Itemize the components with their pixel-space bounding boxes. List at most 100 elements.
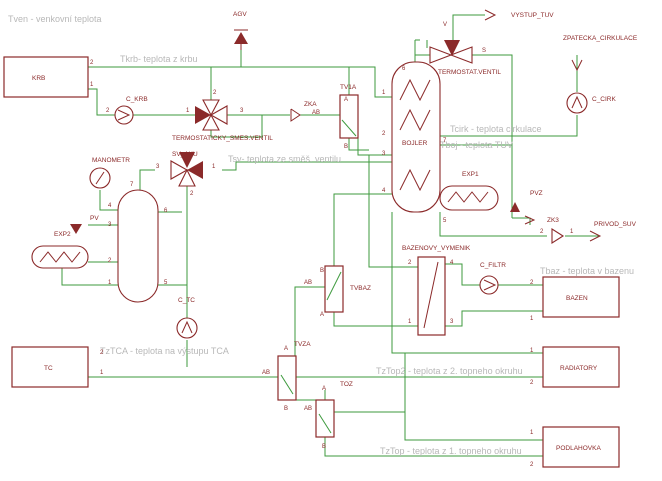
exp1-label: EXP1 <box>462 171 479 178</box>
termo-smes-label: TERMOSTATICKY_SMES.VENTIL <box>172 135 273 142</box>
zpatecka-label: ZPATECKA_CIRKULACE <box>563 35 638 42</box>
termostat-ventil: V S TERMOSTAT.VENTIL <box>429 22 501 76</box>
svg-text:2: 2 <box>408 260 412 266</box>
svg-text:B: B <box>320 268 324 274</box>
svg-text:S: S <box>482 48 486 54</box>
note-tbaz: Tbaz - teplota v bazenu <box>540 266 634 276</box>
note-tkrb: Tkrb- teplota z krbu <box>120 54 198 64</box>
pv-label: PV <box>90 215 99 222</box>
svg-text:2: 2 <box>90 60 94 66</box>
pvz-label: PVZ <box>530 190 543 197</box>
note-tboj: Tboj - teplota TUV <box>440 140 513 150</box>
svg-text:AB: AB <box>312 110 320 116</box>
svg-text:5: 5 <box>443 218 447 224</box>
exp1-vessel: EXP1 <box>439 171 499 211</box>
svg-text:1: 1 <box>408 319 412 325</box>
svg-text:2: 2 <box>213 90 217 96</box>
svg-text:B: B <box>284 406 288 412</box>
bazen-box: BAZEN 2 1 <box>530 276 620 322</box>
c-tc-label: C_TC <box>178 297 195 304</box>
svg-text:6: 6 <box>402 66 406 72</box>
privod-suv-label: PRIVOD_SUV <box>594 221 637 228</box>
svg-text:AB: AB <box>304 280 312 286</box>
svg-text:6: 6 <box>164 208 168 214</box>
zk3-check-valve: ZK3 <box>524 215 559 225</box>
agv-label: AGV <box>233 11 247 18</box>
svg-text:7: 7 <box>130 182 134 188</box>
sv-aku-label: SV_AKU <box>172 151 198 158</box>
svg-text:3: 3 <box>108 222 112 228</box>
exp2-label: EXP2 <box>54 231 71 238</box>
tc-box: TC 2 1 <box>11 346 104 388</box>
termostaticky-smesovaci-ventil: 1 3 2 TERMOSTATICKY_SMES.VENTIL <box>172 90 273 142</box>
wires <box>61 14 600 457</box>
vystup-tuv-arrow: VYSTUP_TUV <box>484 9 554 21</box>
c-krb-label: C_KRB <box>126 96 148 103</box>
toz-valve: TOZ A B AB <box>304 381 353 450</box>
svg-text:4: 4 <box>450 260 454 266</box>
note-tztca: TzTCA - teplota na výstupu TCA <box>100 346 229 356</box>
svg-text:A: A <box>322 386 326 392</box>
pv-valve: PV EXP2 <box>54 215 99 238</box>
svg-text:1: 1 <box>530 348 534 354</box>
note-tsv: Tsv- teplota ze směš. ventilu <box>228 154 341 164</box>
podlahovka-label: PODLAHOVKA <box>556 445 601 452</box>
svg-text:1: 1 <box>108 280 112 286</box>
bazen-label: BAZEN <box>566 295 588 302</box>
svg-text:4: 4 <box>108 203 112 209</box>
tv1a-label: TV1A <box>340 84 357 91</box>
note-tven: Tven - venkovní teplota <box>8 14 102 24</box>
svg-text:2: 2 <box>108 258 112 264</box>
svg-text:1: 1 <box>186 108 190 114</box>
zk3-label: ZK3 <box>547 217 559 224</box>
svg-text:1: 1 <box>90 82 94 88</box>
temperature-notes: Tven - venkovní teplota Tkrb- teplota z … <box>8 14 634 456</box>
agv-symbol: AGV <box>233 11 248 50</box>
krb-box: KRB 2 1 <box>3 56 94 98</box>
svg-text:1: 1 <box>100 370 104 376</box>
manometr: MANOMETR <box>89 157 130 189</box>
termostat-ventil-label: TERMOSTAT.VENTIL <box>438 69 501 76</box>
svg-text:4: 4 <box>382 188 386 194</box>
svg-text:V: V <box>443 22 447 28</box>
svg-text:3: 3 <box>450 319 454 325</box>
zka-check-valve: ZKA AB <box>290 101 320 122</box>
bazenovy-vymenik-label: BAZENOVY_VYMENIK <box>402 245 471 252</box>
svg-text:5: 5 <box>164 280 168 286</box>
tv1a-valve: TV1A A B <box>339 84 359 150</box>
svg-text:3: 3 <box>156 164 160 170</box>
svg-text:A: A <box>320 312 324 318</box>
note-tztop2: TzTop2 - teplota z 2. topneho okruhu <box>376 366 523 376</box>
zka-label: ZKA <box>304 101 317 108</box>
svg-text:7: 7 <box>443 138 447 144</box>
note-tcirk: Tcirk - teplota cirkulace <box>450 124 542 134</box>
c-cirk-pump: C_CIRK <box>566 92 617 114</box>
svg-text:2: 2 <box>530 380 534 386</box>
radiatory-label: RADIATORY <box>560 365 598 372</box>
c-filtr-label: C_FILTR <box>480 262 506 269</box>
tvza-valve: TVZA A B AB <box>262 341 311 412</box>
svg-text:2: 2 <box>190 191 194 197</box>
krb-label: KRB <box>32 75 45 82</box>
svg-text:2: 2 <box>530 280 534 286</box>
bojler-label: BOJLER <box>402 140 428 147</box>
svg-text:1: 1 <box>382 90 386 96</box>
svg-text:1: 1 <box>530 316 534 322</box>
svg-text:1: 1 <box>212 164 216 170</box>
bazenovy-vymenik: BAZENOVY_VYMENIK 2 1 4 3 <box>402 245 471 336</box>
c-krb-pump: C_KRB 2 <box>106 96 148 125</box>
c-filtr-pump: C_FILTR <box>479 262 506 295</box>
svg-text:A: A <box>284 346 288 352</box>
exp2-vessel <box>31 245 89 269</box>
tc-label: TC <box>44 365 53 372</box>
manometr-label: MANOMETR <box>92 157 130 164</box>
zpatecka-arrow: ZPATECKA_CIRKULACE <box>563 35 638 72</box>
svg-text:B: B <box>322 444 326 450</box>
toz-label: TOZ <box>340 381 353 388</box>
svg-text:A: A <box>344 97 348 103</box>
svg-text:AB: AB <box>304 406 312 412</box>
note-tztop: TzTop - teplota z 1. topneho okruhu <box>380 446 522 456</box>
svg-text:2: 2 <box>382 131 386 137</box>
svg-text:2: 2 <box>106 108 110 114</box>
